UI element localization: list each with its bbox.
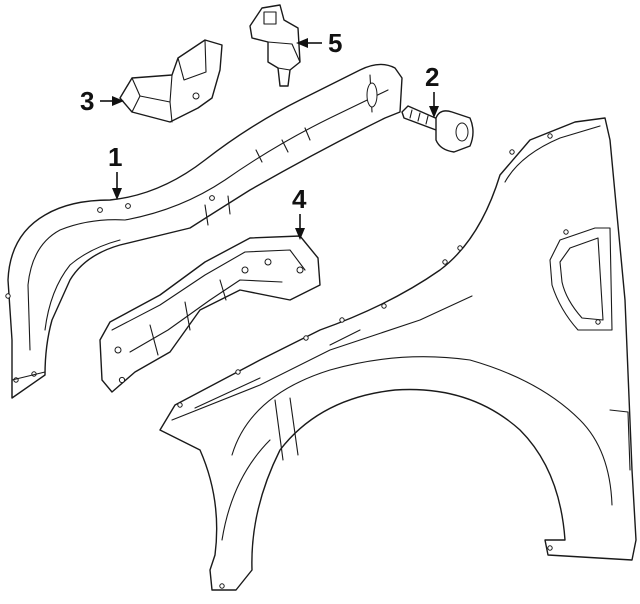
callout-label-5: 5 bbox=[328, 28, 342, 58]
callout-label-2: 2 bbox=[425, 62, 439, 92]
callout-label-4: 4 bbox=[292, 184, 307, 214]
callout-5: 5 bbox=[296, 28, 342, 58]
bracket-part-3 bbox=[119, 39, 223, 123]
reinforcement-part-4 bbox=[99, 235, 321, 393]
callout-1: 1 bbox=[108, 142, 122, 200]
fender-apron-rail-part bbox=[5, 63, 403, 399]
bolt-part-2 bbox=[401, 105, 474, 153]
callout-3: 3 bbox=[80, 86, 124, 116]
module-part-5 bbox=[249, 4, 301, 87]
callout-label-1: 1 bbox=[108, 142, 122, 172]
callout-label-3: 3 bbox=[80, 86, 94, 116]
callout-4: 4 bbox=[292, 184, 307, 240]
fender-panel bbox=[159, 117, 637, 591]
callout-2: 2 bbox=[425, 62, 439, 118]
